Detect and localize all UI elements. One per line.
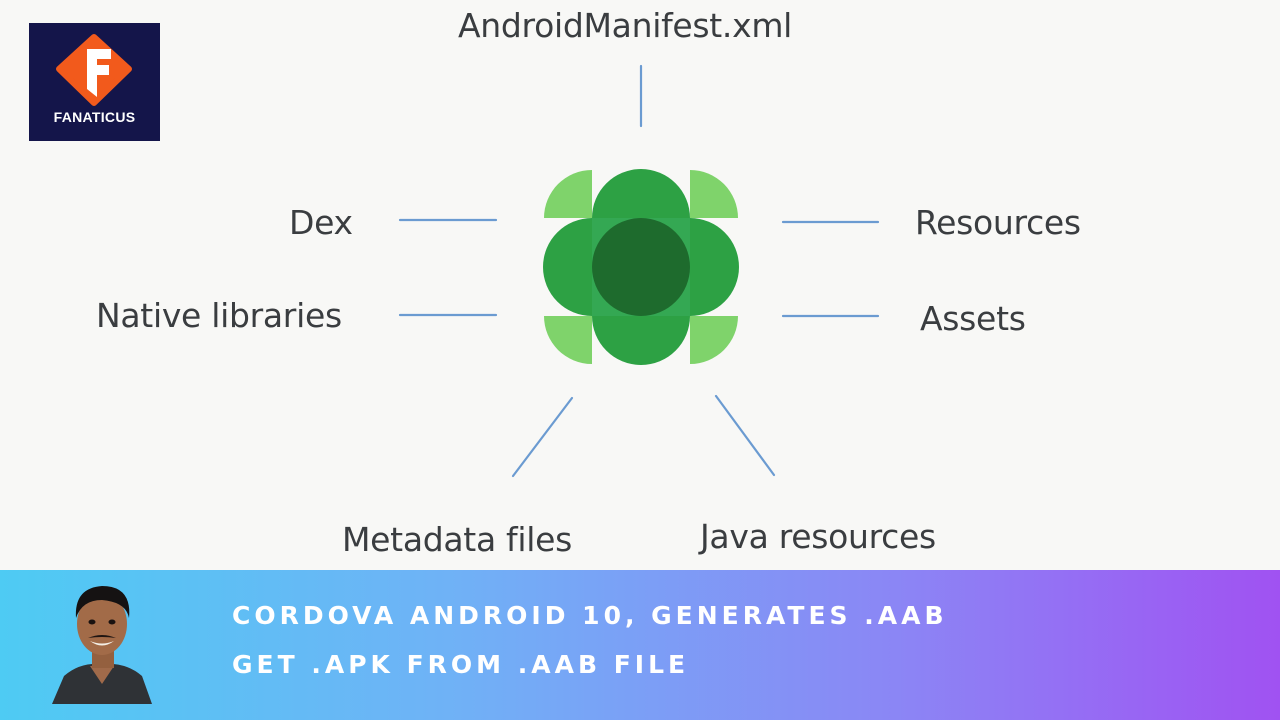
logo-wordmark: FANATICUS [53,109,136,125]
label-java-resources: Java resources [700,517,936,556]
title-banner: CORDOVA ANDROID 10, GENERATES .AAB GET .… [0,570,1280,720]
fanaticus-logo: FANATICUS [29,23,160,141]
connector-java [714,394,776,477]
label-native-libraries: Native libraries [96,296,342,335]
banner-title-line-2: GET .APK FROM .AAB FILE [232,650,690,679]
presenter-avatar [52,586,152,704]
fanaticus-logo-icon [56,34,132,106]
connector-metadata [511,396,574,478]
android-app-bundle-icon [543,169,739,365]
label-android-manifest: AndroidManifest.xml [458,6,793,45]
aab-diagram: AndroidManifest.xml Dex Native libraries… [96,6,1081,559]
label-metadata-files: Metadata files [342,520,573,559]
diagram-canvas [398,64,880,478]
label-dex: Dex [289,203,353,242]
banner-title-line-1: CORDOVA ANDROID 10, GENERATES .AAB [232,601,948,630]
label-assets: Assets [920,299,1026,338]
label-resources: Resources [915,203,1081,242]
